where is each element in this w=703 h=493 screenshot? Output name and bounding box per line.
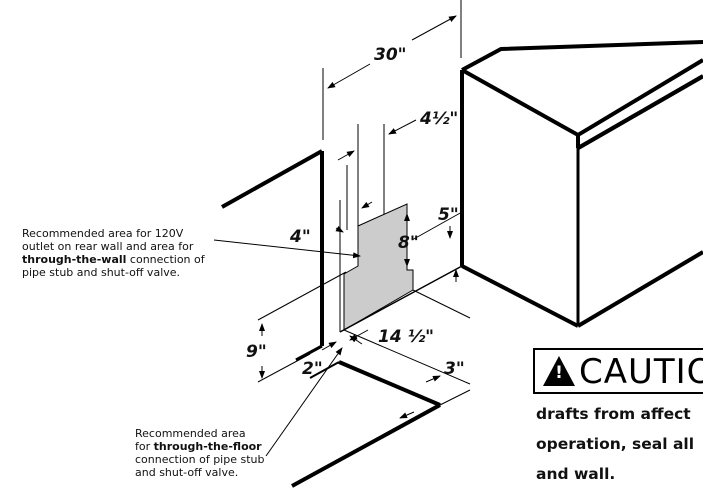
dim-label-3: 3": [444, 359, 465, 379]
left-cabinet-top-edge: [221, 149, 323, 209]
dim-label-5: 5": [438, 205, 459, 225]
dim-14half-arrow: [349, 329, 369, 341]
dim-3-ext: [439, 389, 471, 406]
dim-label-4-half: 4½": [419, 109, 458, 129]
wall-note-line-2: outlet on rear wall and area for: [22, 240, 194, 253]
floor-note-line-1: Recommended area: [135, 427, 246, 440]
dim-30-arrow-right: [411, 15, 457, 41]
dim-5-ext: [411, 211, 463, 241]
dim-14half-ext-b: [412, 289, 471, 319]
floor-note-bold: through-the-floor: [153, 440, 262, 453]
floor-note-leader: [265, 347, 343, 457]
dim-2-arrow-left: [321, 341, 337, 351]
dim-label-2: 2": [302, 359, 323, 379]
floor-note-line-2: for through-the-floor: [135, 440, 275, 453]
dim-label-8: 8": [398, 233, 419, 253]
floor-left-line: [295, 344, 323, 362]
floor-note-line-4: and shut-off valve.: [135, 466, 239, 479]
dim-label-9: 9": [246, 342, 267, 362]
caution-banner: ! CAUTIO: [533, 348, 703, 394]
right-cabinet-counter-edge: [577, 74, 703, 150]
wall-note-leader: [213, 239, 361, 259]
dim-label-4: 4": [289, 227, 311, 247]
floor-front-edge: [338, 360, 441, 407]
dim-4-arrow-right: [361, 201, 373, 209]
dim-label-30: 30": [374, 45, 407, 65]
dim-4half-arrow-right: [388, 119, 417, 135]
warning-triangle-icon: [543, 356, 575, 386]
floor-note-line-2-pre: for: [135, 440, 154, 453]
right-cabinet-inner: [577, 77, 703, 151]
dim-4-arrow-left: [335, 225, 344, 233]
dim-label-14-half: 14 ½": [378, 327, 434, 347]
dim-3-arrow-right: [425, 375, 441, 383]
dim-3-arrow-left: [399, 411, 415, 419]
caution-title: CAUTIO: [579, 352, 703, 392]
dim-9-ext-top: [257, 271, 347, 321]
dim-30-arrow-left: [327, 63, 371, 89]
rear-floor-junction: [339, 265, 463, 333]
wall-note-line-3-rest: connection of: [126, 253, 205, 266]
wall-note-line-4: pipe stub and shut-off valve.: [22, 266, 181, 279]
caution-text: drafts from affect operation, seal all a…: [536, 405, 695, 483]
exclamation-icon: !: [555, 363, 563, 383]
wall-note-bold: through-the-wall: [22, 253, 127, 266]
right-cabinet-top: [461, 40, 703, 72]
right-cabinet-bottom: [461, 264, 579, 328]
floor-front-edge-lower: [291, 403, 441, 488]
floor-note-line-3: connection of pipe stub: [135, 453, 265, 466]
wall-note-line-1: Recommended area for 120V: [22, 227, 184, 240]
wall-note-line-3: through-the-wall connection of: [22, 253, 222, 266]
wall-area-note: Recommended area for 120V outlet on rear…: [22, 227, 222, 279]
dim-4half-arrow-left: [337, 150, 355, 161]
floor-area-note: Recommended area for through-the-floor c…: [135, 427, 275, 479]
right-cabinet-base: [576, 250, 703, 328]
dim-9-ext-bottom: [257, 353, 311, 383]
floor-corner-line: [309, 361, 340, 379]
dim-14half-ext-a: [343, 329, 471, 385]
